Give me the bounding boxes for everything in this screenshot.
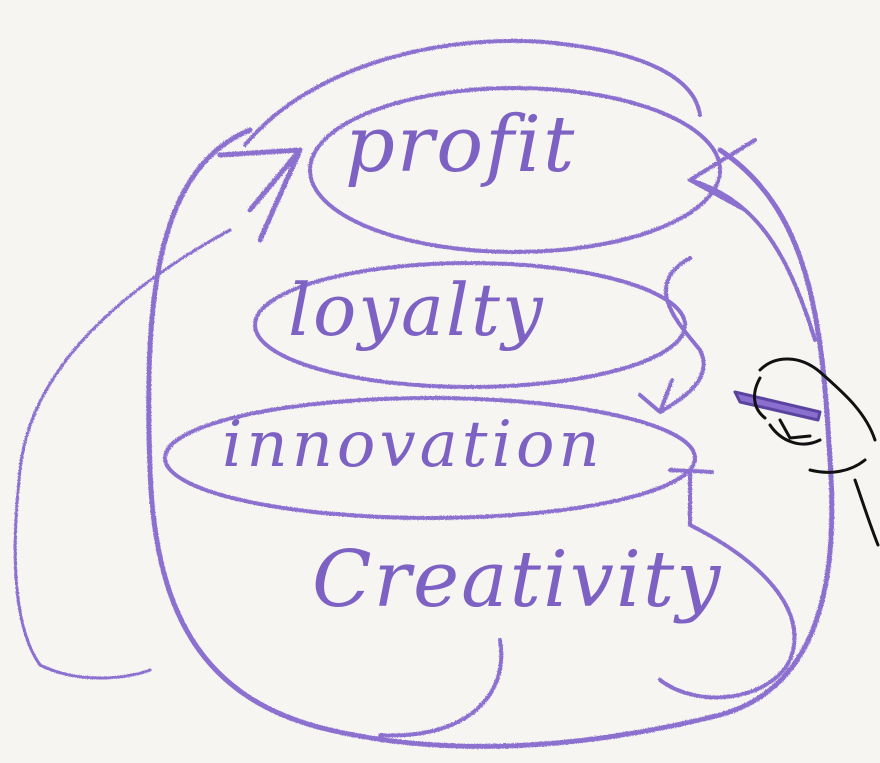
profit-left-arrow	[217, 147, 303, 243]
left-loop-line	[13, 228, 232, 680]
outer-loop	[146, 127, 835, 749]
innovation-oval	[163, 396, 697, 520]
innovation-label: innovation	[222, 408, 604, 482]
loyalty-innovation-arrow	[638, 256, 706, 414]
profit-oval	[308, 86, 722, 254]
profit-label: profit	[345, 100, 577, 190]
top-arch	[243, 39, 702, 147]
creativity-label: Creativity	[312, 535, 723, 625]
loyalty-label: loyalty	[288, 268, 545, 352]
profit-right-arrow	[688, 138, 817, 342]
creativity-underline	[378, 638, 504, 738]
hand-with-crayon-icon	[733, 357, 880, 547]
loyalty-oval	[253, 261, 687, 389]
creativity-innovation-arrow	[658, 468, 797, 700]
